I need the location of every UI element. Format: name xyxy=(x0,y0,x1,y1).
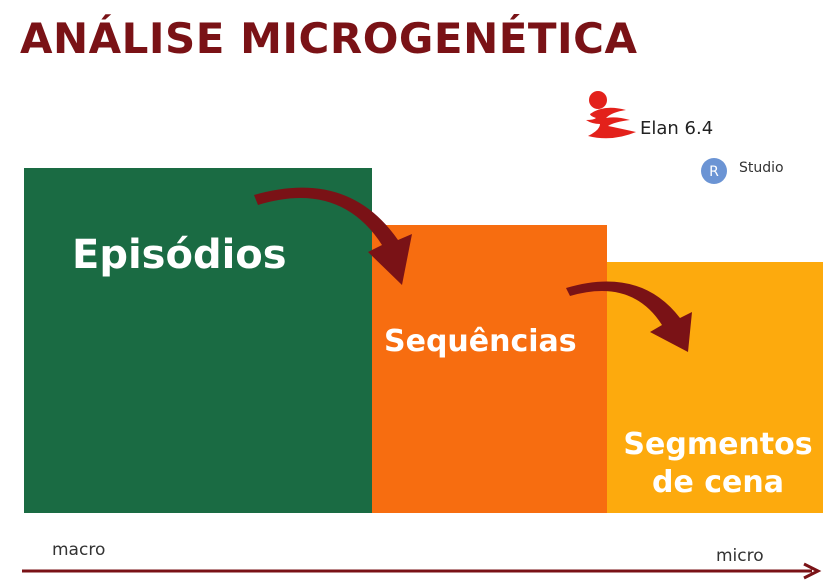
sequencias-label: Sequências xyxy=(384,324,577,359)
elan-label: Elan 6.4 xyxy=(640,118,714,139)
episodios-block xyxy=(24,168,372,513)
axis-start-label: macro xyxy=(52,540,106,560)
rstudio-letter: R xyxy=(709,164,719,180)
rstudio-label: Studio xyxy=(739,160,784,176)
arrow-episodios-to-sequencias xyxy=(254,187,412,285)
axis-end-label: micro xyxy=(716,546,764,566)
segmentos-label-line2: de cena xyxy=(652,465,784,500)
rstudio-logo-icon: R xyxy=(701,158,727,184)
axis-arrow-icon xyxy=(22,562,822,580)
elan-logo-icon xyxy=(586,91,636,139)
segmentos-label-line1: Segmentos xyxy=(623,427,813,462)
segmentos-label: Segmentos de cena xyxy=(618,426,818,502)
arrow-sequencias-to-segmentos xyxy=(566,281,692,352)
episodios-label: Episódios xyxy=(72,232,287,278)
page-title: ANÁLISE MICROGENÉTICA xyxy=(20,14,638,63)
sequencias-block xyxy=(372,225,607,513)
